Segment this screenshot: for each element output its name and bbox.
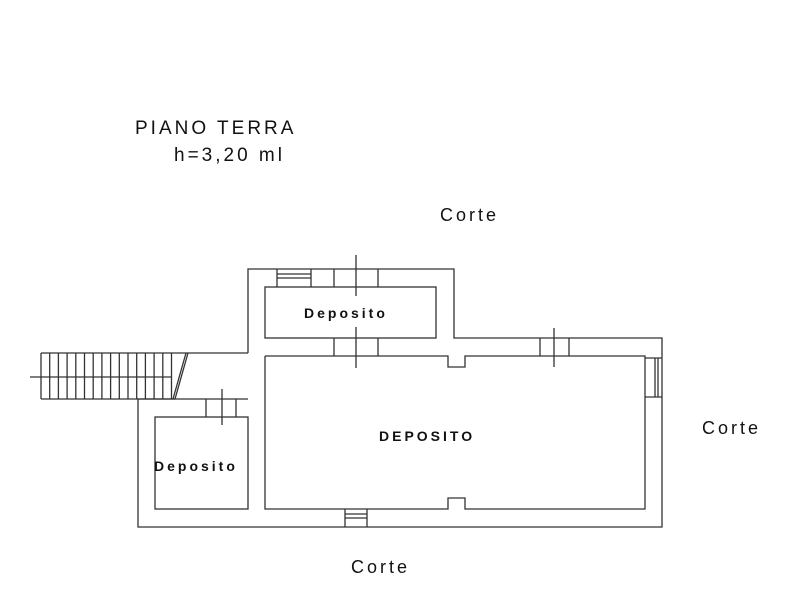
small-room-wall bbox=[154, 416, 249, 510]
label-corte-bottom: Corte bbox=[351, 557, 411, 577]
staircase bbox=[30, 352, 248, 400]
floor-height: h=3,20 ml bbox=[174, 145, 285, 166]
room-label-small: Deposito bbox=[154, 458, 238, 474]
room-label-upper: Deposito bbox=[304, 305, 388, 321]
label-corte-right: Corte bbox=[702, 418, 762, 438]
upper-room-wall bbox=[264, 286, 437, 339]
main-room-wall bbox=[264, 355, 646, 510]
outer-wall bbox=[137, 268, 663, 528]
room-label-main: DEPOSITO bbox=[379, 428, 476, 444]
label-corte-top: Corte bbox=[440, 205, 500, 225]
floor-title: PIANO TERRA bbox=[135, 118, 297, 139]
